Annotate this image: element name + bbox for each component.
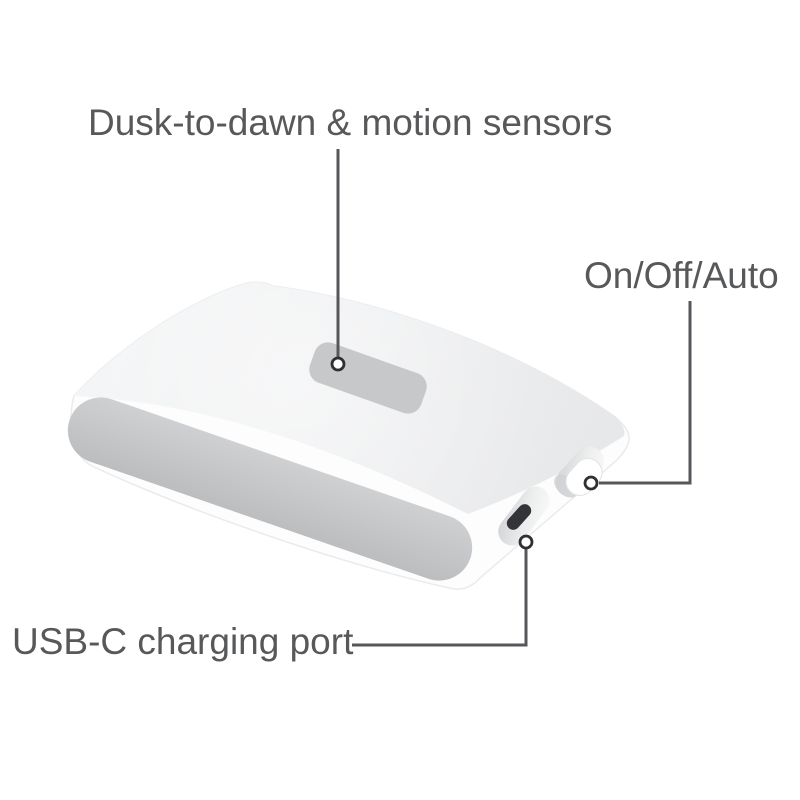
label-on-off-auto: On/Off/Auto (584, 255, 779, 296)
light-lens-panel (67, 397, 473, 581)
callout-dot-usb (518, 534, 534, 550)
usb-c-port (506, 504, 532, 530)
callout-dot-sensors (330, 356, 346, 372)
callout-line-usb (352, 549, 528, 647)
label-dusk-to-dawn-motion-sensors: Dusk-to-dawn & motion sensors (88, 102, 613, 143)
callout-line-mode (599, 301, 692, 485)
label-usb-c-charging-port: USB-C charging port (12, 621, 354, 662)
callout-dot-mode (583, 475, 599, 491)
top-face-sheen (74, 282, 625, 514)
